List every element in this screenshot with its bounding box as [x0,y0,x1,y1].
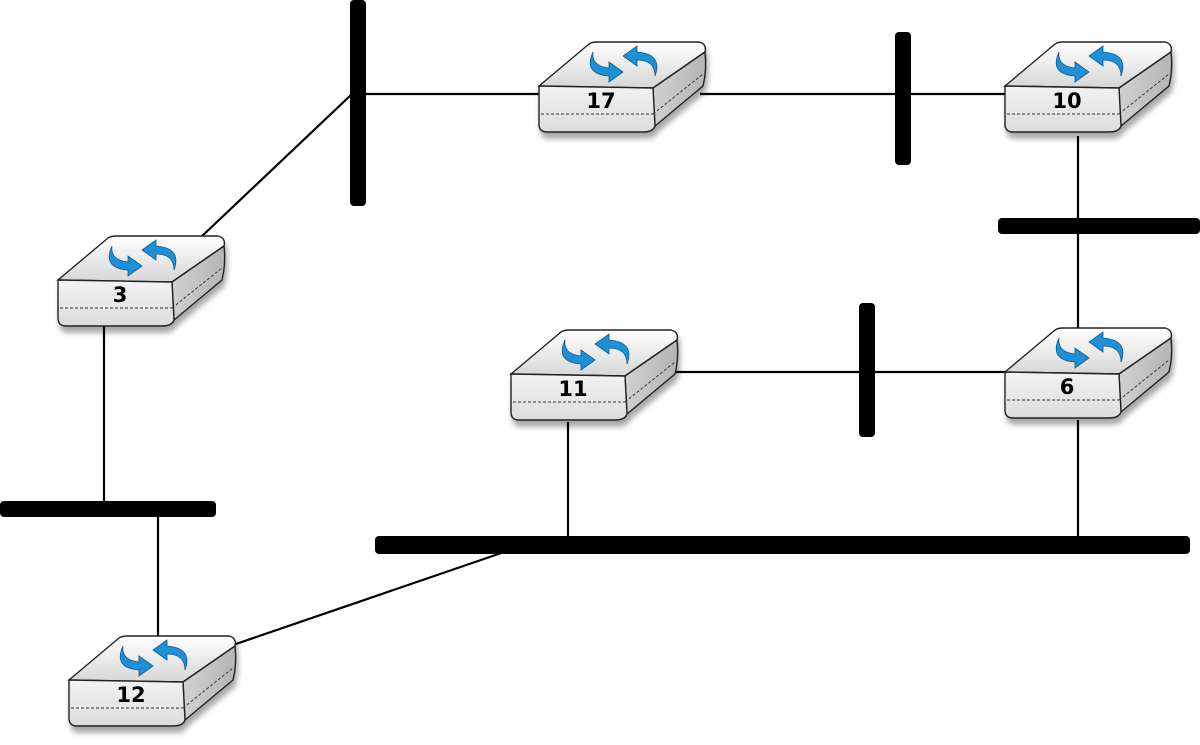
router-icon [511,330,678,420]
router-node-6[interactable]: 6 [1005,328,1172,418]
router-node-12[interactable]: 12 [69,636,236,726]
bus-top-left [350,0,366,206]
bus-middle [859,303,875,437]
node-label: 11 [558,377,587,401]
bus-bottom [375,536,1190,554]
link-3-bus-top-left [199,93,353,239]
node-label: 3 [113,283,128,307]
router-icon [1005,42,1172,132]
node-label: 6 [1060,375,1075,399]
node-label: 17 [586,89,615,113]
router-icon [69,636,236,726]
bus-bars [0,0,1200,554]
bus-top-right [895,32,911,165]
node-label: 10 [1052,89,1081,113]
router-icon [1005,328,1172,418]
bus-right [998,218,1200,234]
bus-left [0,501,216,517]
router-node-17[interactable]: 17 [539,42,706,132]
node-label: 12 [116,683,145,707]
router-icon [539,42,706,132]
router-node-3[interactable]: 3 [58,236,225,326]
router-node-11[interactable]: 11 [511,330,678,420]
links [102,92,1080,648]
link-bus-bottom-12 [229,546,517,648]
router-node-10[interactable]: 10 [1005,42,1172,132]
router-icon [58,236,225,326]
